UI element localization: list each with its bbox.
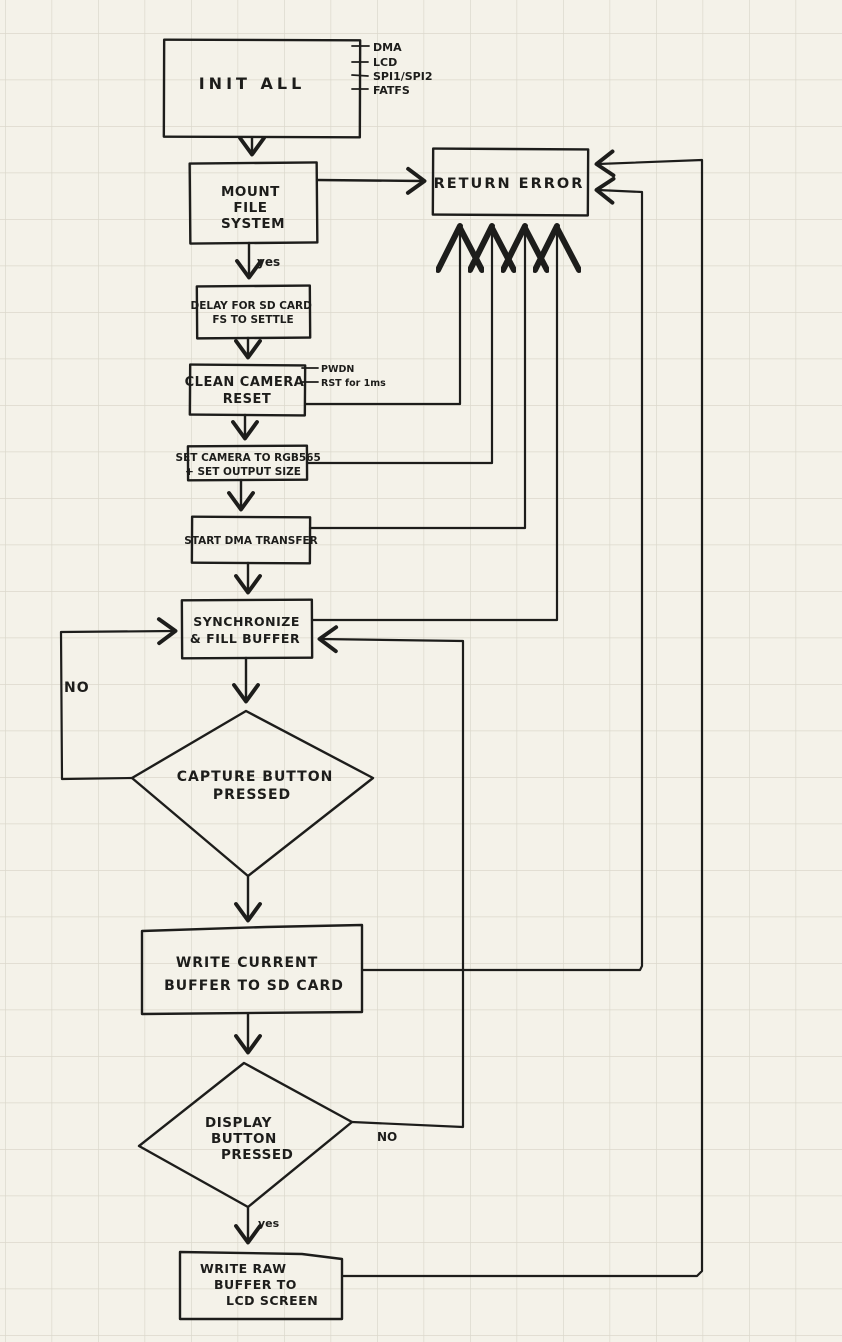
init-annotation-dma: DMA xyxy=(373,41,402,54)
mount-fs-label: MOUNT FILE SYSTEM xyxy=(221,184,285,232)
write-sd-line-2: BUFFER TO SD CARD xyxy=(164,978,344,994)
edge-sync-error xyxy=(310,228,557,622)
clean-line-2: RESET xyxy=(223,392,272,407)
write-sd-box xyxy=(140,923,364,1016)
delay-sd-label: DELAY FOR SD CARD FS TO SETTLE xyxy=(190,300,315,326)
clean-camera-label: CLEAN CAMERA RESET xyxy=(185,375,310,407)
start-dma-label: START DMA TRANSFER xyxy=(184,535,318,547)
write-sd-label: WRITE CURRENT BUFFER TO SD CARD xyxy=(164,955,344,994)
write-lcd-label: WRITE RAW BUFFER TO LCD SCREEN xyxy=(200,1261,318,1308)
return-error-label: RETURN ERROR xyxy=(434,176,585,192)
display-line-1: DISPLAY xyxy=(205,1115,272,1131)
display-btn-diamond xyxy=(137,1061,354,1209)
write-lcd-box xyxy=(178,1250,344,1321)
node-delay-sd: DELAY FOR SD CARD FS TO SETTLE xyxy=(190,284,315,340)
label-text: NO xyxy=(64,680,90,696)
sync-line-2: & FILL BUFFER xyxy=(190,631,300,646)
edges xyxy=(59,136,704,1278)
edge-capture-no-loop xyxy=(59,617,178,781)
display-line-3: PRESSED xyxy=(221,1147,293,1163)
init-annotation-spi: SPI1/SPI2 xyxy=(373,70,432,83)
write-lcd-line-3: LCD SCREEN xyxy=(226,1293,318,1308)
init-annotation-lcd: LCD xyxy=(373,56,397,69)
edge-write-sd-error xyxy=(360,176,644,972)
start-line-1: START DMA TRANSFER xyxy=(184,535,318,547)
start-dma-box xyxy=(190,515,312,565)
delay-line-2: FS TO SETTLE xyxy=(212,314,293,326)
node-mount-fs: MOUNT FILE SYSTEM xyxy=(188,161,319,245)
mount-line-2: FILE xyxy=(233,200,267,216)
edge-label-capture-no: NO xyxy=(64,680,90,696)
delay-sd-box xyxy=(195,284,312,340)
capture-btn-label: CAPTURE BUTTON PRESSED xyxy=(177,769,339,803)
edge-start-error xyxy=(308,228,525,530)
write-lcd-line-1: WRITE RAW xyxy=(200,1261,287,1276)
node-write-lcd: WRITE RAW BUFFER TO LCD SCREEN xyxy=(178,1250,344,1321)
edge-set-error xyxy=(305,228,492,465)
edge-write-lcd-error xyxy=(340,149,704,1278)
node-write-sd: WRITE CURRENT BUFFER TO SD CARD xyxy=(140,923,364,1016)
capture-btn-diamond xyxy=(130,709,375,878)
write-lcd-line-2: BUFFER TO xyxy=(214,1277,297,1292)
edge-clean-error xyxy=(303,228,460,406)
annotation-line: RST for 1ms xyxy=(321,378,386,389)
init-all-line-1: INIT ALL xyxy=(199,74,306,93)
capture-line-1: CAPTURE BUTTON xyxy=(177,769,334,785)
set-line-2: + SET OUTPUT SIZE xyxy=(185,466,301,478)
sync-fill-label: SYNCHRONIZE & FILL BUFFER xyxy=(190,614,305,646)
edge-mount-to-return-error xyxy=(315,166,427,195)
write-sd-line-1: WRITE CURRENT xyxy=(176,955,318,971)
init-all-label: INIT ALL xyxy=(199,74,306,93)
label-text: yes xyxy=(257,255,280,269)
node-set-camera: SET CAMERA TO RGB565 + SET OUTPUT SIZE xyxy=(176,444,325,482)
node-start-dma: START DMA TRANSFER xyxy=(184,515,318,565)
init-annotation-fatfs: FATFS xyxy=(373,84,410,97)
sync-fill-box xyxy=(180,598,314,660)
label-text: NO xyxy=(377,1130,397,1144)
init-all-tick-marks xyxy=(351,45,370,90)
return-error-line-1: RETURN ERROR xyxy=(434,176,585,192)
edge-display-no-loop xyxy=(317,625,465,1129)
set-camera-label: SET CAMERA TO RGB565 + SET OUTPUT SIZE xyxy=(176,452,325,478)
annotation-line: DMA xyxy=(373,41,402,54)
display-btn-label: DISPLAY BUTTON PRESSED xyxy=(205,1115,293,1163)
node-clean-camera: CLEAN CAMERA RESET PWDN RST for 1ms xyxy=(185,363,386,417)
edge-label-display-no: NO xyxy=(377,1130,397,1144)
clean-line-1: CLEAN CAMERA xyxy=(185,375,305,390)
edge-label-display-yes: yes xyxy=(258,1217,280,1230)
mount-line-3: SYSTEM xyxy=(221,216,285,232)
annotation-line: LCD xyxy=(373,56,397,69)
tick-spi xyxy=(351,74,369,77)
sync-line-1: SYNCHRONIZE xyxy=(193,614,300,629)
display-line-2: BUTTON xyxy=(211,1131,277,1147)
annotation-line: SPI1/SPI2 xyxy=(373,70,432,83)
annotation-line: FATFS xyxy=(373,84,410,97)
clean-annotation-rst: RST for 1ms xyxy=(321,378,386,389)
node-capture-btn: CAPTURE BUTTON PRESSED xyxy=(130,709,375,878)
edge-label-mount-yes: yes xyxy=(257,255,280,269)
mount-fs-box xyxy=(188,161,319,245)
delay-line-1: DELAY FOR SD CARD xyxy=(190,300,312,312)
clean-camera-tick-marks xyxy=(301,367,319,383)
node-return-error: RETURN ERROR xyxy=(431,147,590,217)
return-error-box xyxy=(431,147,590,217)
set-line-1: SET CAMERA TO RGB565 xyxy=(176,452,321,464)
capture-line-2: PRESSED xyxy=(213,787,291,803)
clean-camera-box xyxy=(188,363,307,417)
node-display-btn: DISPLAY BUTTON PRESSED xyxy=(137,1061,354,1209)
node-init-all: INIT ALL DMA LCD SPI1/SPI2 FATFS xyxy=(162,38,432,139)
set-camera-box xyxy=(186,444,309,482)
annotation-line: PWDN xyxy=(321,364,354,375)
clean-annotation-pwdn: PWDN xyxy=(321,364,354,375)
label-text: yes xyxy=(258,1217,280,1230)
node-sync-fill: SYNCHRONIZE & FILL BUFFER xyxy=(180,598,314,660)
mount-line-1: MOUNT xyxy=(221,184,280,200)
